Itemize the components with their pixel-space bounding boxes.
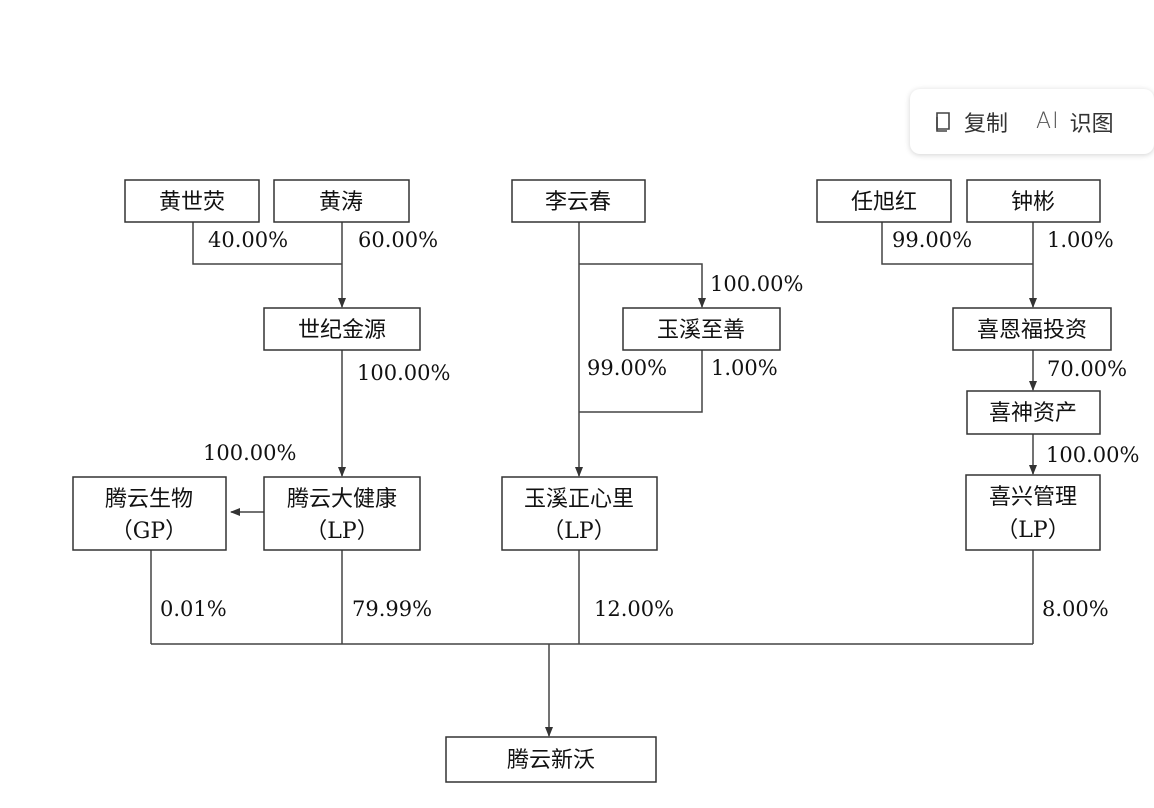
entity-xishen: 喜神资产 — [966, 390, 1101, 435]
svg-text:黄世荧: 黄世荧 — [159, 190, 225, 215]
entity-shiji-jinyuan: 世纪金源 — [263, 307, 421, 351]
svg-text:（LP）: （LP） — [996, 518, 1069, 543]
svg-text:（GP）: （GP） — [111, 519, 187, 544]
label-xef-xishen: 70.00% — [1047, 357, 1127, 381]
svg-text:喜恩福投资: 喜恩福投资 — [977, 318, 1087, 343]
copy-button[interactable]: 复制 — [932, 106, 1008, 138]
entity-li-yunchun: 李云春 — [511, 179, 646, 223]
entity-xienfu: 喜恩福投资 — [952, 307, 1112, 351]
edge-rxh-xef — [881, 222, 1033, 265]
svg-text:任旭红: 任旭红 — [851, 190, 917, 215]
edge-labels: 40.00% 60.00% 100.00% 100.00% 100.00% 99… — [160, 228, 1139, 621]
edge-hsr-sjjy — [192, 222, 342, 265]
copy-icon — [936, 111, 950, 132]
ai-recognize-label: 识图 — [1069, 111, 1114, 137]
image-action-toolbar: 复制 AI 识图 — [910, 89, 1154, 154]
svg-text:腾云大健康: 腾云大健康 — [287, 487, 397, 512]
label-health-bio: 100.00% — [203, 441, 296, 465]
copy-label: 复制 — [964, 111, 1009, 137]
svg-text:黄涛: 黄涛 — [319, 190, 363, 215]
entity-yuxi-zhengxinli: 玉溪正心里 （LP） — [501, 476, 658, 551]
label-lyc-zhishan: 100.00% — [710, 272, 803, 296]
entity-huang-shirong: 黄世荧 — [124, 179, 260, 223]
label-sjjy-health: 100.00% — [357, 361, 450, 385]
entity-xixing: 喜兴管理 （LP） — [965, 474, 1101, 551]
entity-huang-tao: 黄涛 — [273, 179, 410, 223]
label-rxh-xef: 99.00% — [892, 228, 972, 252]
label-ht-sjjy: 60.00% — [358, 228, 438, 252]
connectors — [150, 222, 1037, 737]
entity-tengyun-bio: 腾云生物 （GP） — [72, 476, 227, 551]
ai-mark: AI — [1036, 109, 1060, 134]
svg-text:钟彬: 钟彬 — [1011, 190, 1055, 215]
label-hsr-sjjy: 40.00% — [208, 228, 288, 252]
svg-text:世纪金源: 世纪金源 — [298, 318, 386, 343]
svg-text:（LP）: （LP） — [305, 519, 378, 544]
entity-tengyun-health: 腾云大健康 （LP） — [263, 476, 421, 551]
edge-lyc-zhishan — [579, 263, 706, 308]
svg-text:（LP）: （LP） — [542, 519, 615, 544]
svg-text:李云春: 李云春 — [545, 190, 611, 215]
label-bio-xinwo: 0.01% — [160, 597, 227, 621]
label-zb-xef: 1.00% — [1047, 228, 1114, 252]
ai-recognize-button[interactable]: AI 识图 — [1036, 106, 1114, 138]
label-health-xinwo: 79.99% — [352, 597, 432, 621]
svg-text:喜兴管理: 喜兴管理 — [989, 485, 1077, 510]
label-xishen-xixing: 100.00% — [1046, 443, 1139, 467]
entity-ren-xuhong: 任旭红 — [816, 179, 952, 223]
label-zxl-xinwo: 12.00% — [594, 597, 674, 621]
svg-text:腾云生物: 腾云生物 — [105, 487, 193, 512]
label-lyc-zxl: 99.00% — [587, 356, 667, 380]
svg-text:喜神资产: 喜神资产 — [989, 401, 1077, 426]
entity-yuxi-zhishan: 玉溪至善 — [622, 307, 781, 351]
label-zhishan-zxl: 1.00% — [711, 356, 778, 380]
svg-text:玉溪正心里: 玉溪正心里 — [524, 487, 634, 512]
entity-zhong-bin: 钟彬 — [966, 179, 1101, 223]
edge-zhishan-zxl — [579, 350, 703, 413]
label-xixing-xinwo: 8.00% — [1042, 597, 1109, 621]
svg-text:腾云新沃: 腾云新沃 — [507, 748, 595, 773]
svg-text:玉溪至善: 玉溪至善 — [657, 318, 745, 343]
entity-tengyun-xinwo: 腾云新沃 — [445, 736, 657, 783]
